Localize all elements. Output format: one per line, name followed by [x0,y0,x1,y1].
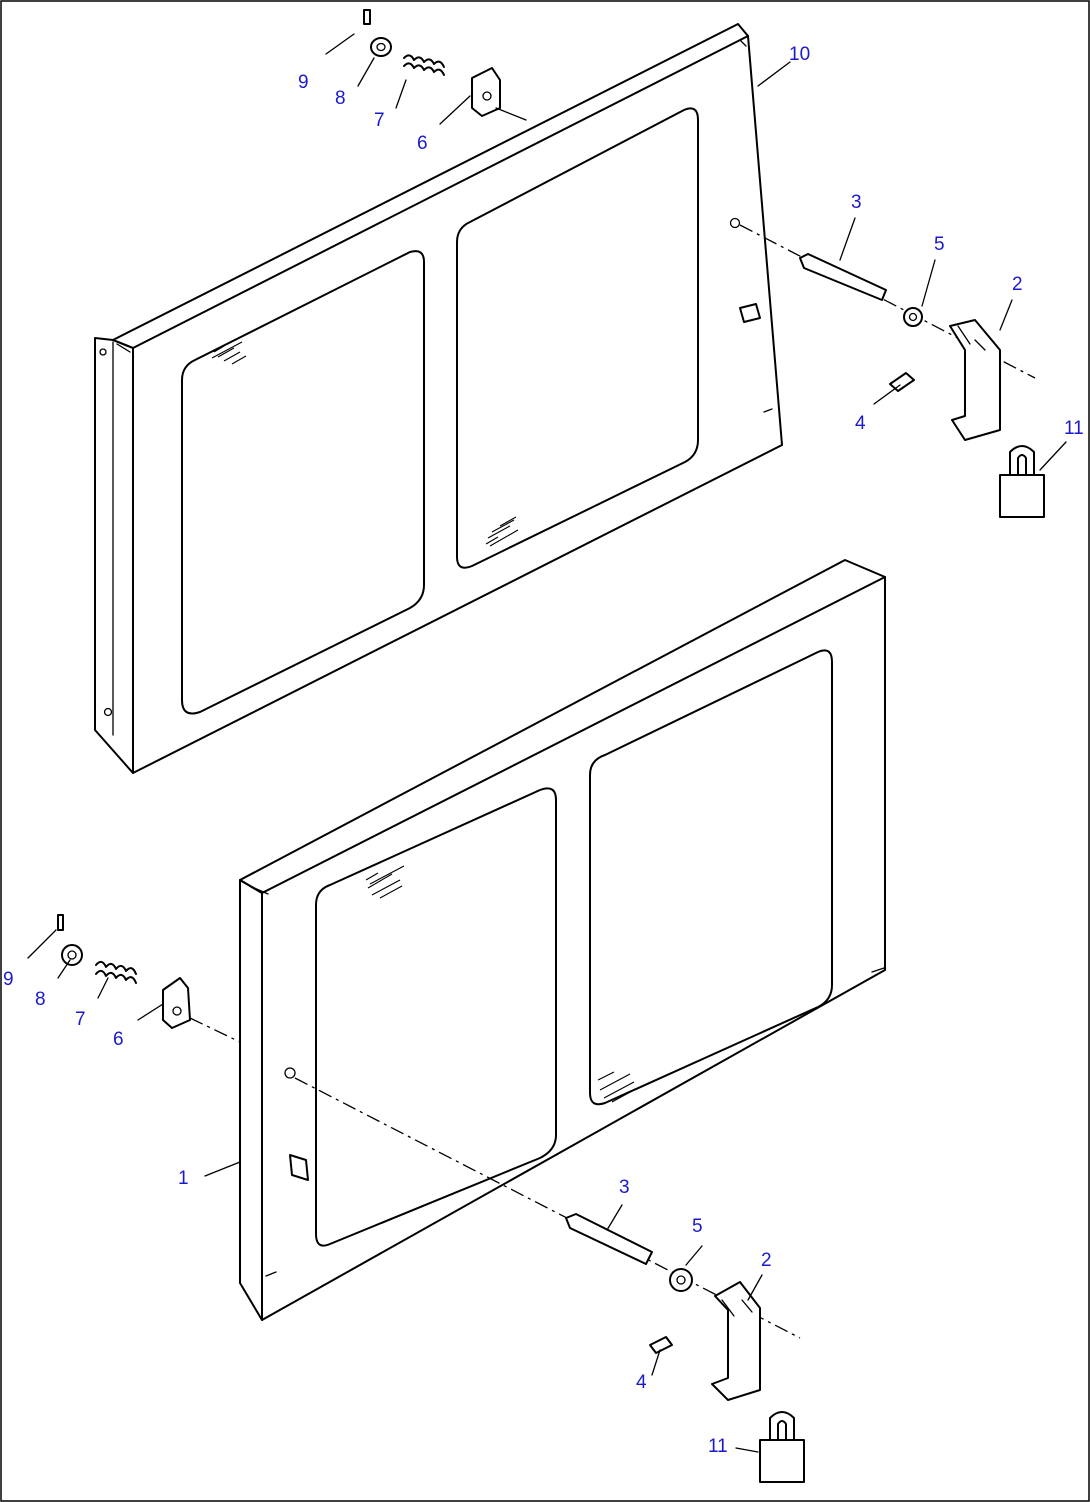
callouts-lower: 9 8 7 6 1 3 5 2 4 11 [3,969,772,1457]
lower-latch-parts [294,1077,805,1483]
pin-3 [565,1213,653,1265]
pin-4 [889,372,915,392]
bracket-6 [162,977,191,1029]
lower-hinge-parts [57,914,241,1043]
callout-5-lower: 5 [692,1216,703,1237]
cotter-pin-9 [57,914,64,931]
washer-5 [669,1268,693,1292]
callout-9-lower: 9 [3,969,14,990]
callout-10-upper: 10 [789,44,810,65]
callout-7-lower: 7 [75,1009,86,1030]
spring-7 [95,961,137,984]
callout-4-lower: 4 [636,1372,647,1393]
callout-2-lower: 2 [761,1250,772,1271]
padlock-11 [999,445,1045,518]
upper-window-panel [94,23,783,774]
washer-8 [370,37,392,57]
padlock-11 [759,1411,805,1483]
callout-11-lower: 11 [708,1436,728,1457]
cotter-pin-9 [363,9,371,25]
callout-5-upper: 5 [934,234,945,255]
lower-window-panel [239,559,886,1321]
washer-8 [61,944,83,966]
callout-3-upper: 3 [851,192,862,213]
spring-7 [403,54,445,76]
callouts-upper: 9 8 7 6 10 3 5 2 4 11 [298,44,1084,439]
callout-1-lower: 1 [178,1168,189,1189]
callout-9-upper: 9 [298,72,309,93]
callout-4-upper: 4 [855,413,866,434]
leader-lines [27,33,1067,1453]
pin-3 [799,253,887,301]
callout-8-lower: 8 [35,989,46,1010]
washer-5 [903,307,923,327]
callout-3-lower: 3 [619,1177,630,1198]
upper-latch-parts [739,224,1045,518]
upper-hinge-parts [363,9,527,121]
latch-2 [711,1281,761,1401]
pin-4 [649,1336,673,1354]
callout-6-upper: 6 [417,133,428,154]
callout-8-upper: 8 [335,88,346,109]
callout-7-upper: 7 [374,110,385,131]
latch-2 [949,319,1001,441]
callout-11-upper: 11 [1064,418,1084,439]
callout-6-lower: 6 [113,1029,124,1050]
callout-2-upper: 2 [1012,274,1023,295]
